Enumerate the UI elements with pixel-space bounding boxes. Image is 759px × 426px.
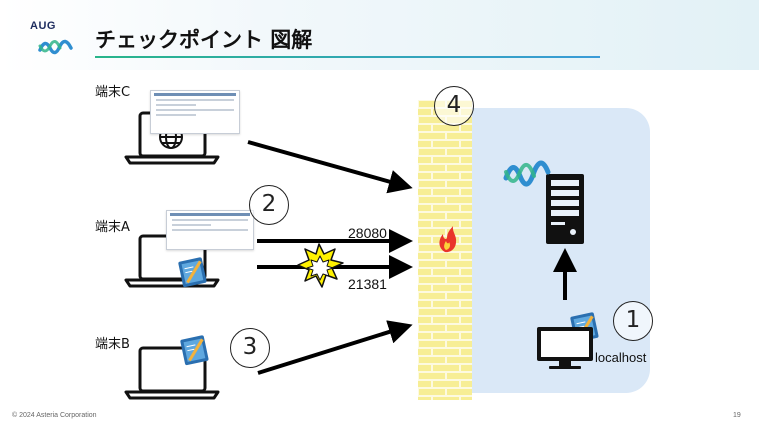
port-21381-label: 21381 xyxy=(348,276,387,292)
localhost-label: localhost xyxy=(595,350,647,365)
marker-two: 2 xyxy=(249,185,289,225)
logo-text: AUG xyxy=(30,20,56,32)
page-title: チェックポイント 図解 xyxy=(95,28,313,52)
terminal-b-label: 端末B xyxy=(95,337,130,352)
arrow-c-to-firewall xyxy=(247,140,413,194)
terminal-a-screenshot xyxy=(166,210,254,250)
marker-one: 1 xyxy=(613,301,653,341)
flame-icon xyxy=(439,226,457,253)
footer-copyright: © 2024 Asteria Corporation xyxy=(12,412,97,419)
terminal-c-label: 端末C xyxy=(95,85,131,100)
marker-three: 3 xyxy=(230,328,270,368)
conflict-burst-inner xyxy=(306,255,334,281)
aug-app-icon xyxy=(178,257,207,288)
footer-page-number: 19 xyxy=(733,412,741,419)
aug-app-icon xyxy=(180,335,209,366)
terminal-a-label: 端末A xyxy=(95,220,130,235)
arrow-b-to-firewall xyxy=(257,320,413,375)
title-underline xyxy=(95,56,600,58)
aug-wave-icon xyxy=(503,160,551,187)
header-band xyxy=(0,0,759,70)
server-icon xyxy=(546,174,584,244)
marker-four: 4 xyxy=(434,86,474,126)
port-28080-label: 28080 xyxy=(348,225,387,241)
logo-wave-icon xyxy=(38,39,73,55)
monitor-icon xyxy=(537,327,593,369)
terminal-c-screenshot xyxy=(150,90,240,134)
